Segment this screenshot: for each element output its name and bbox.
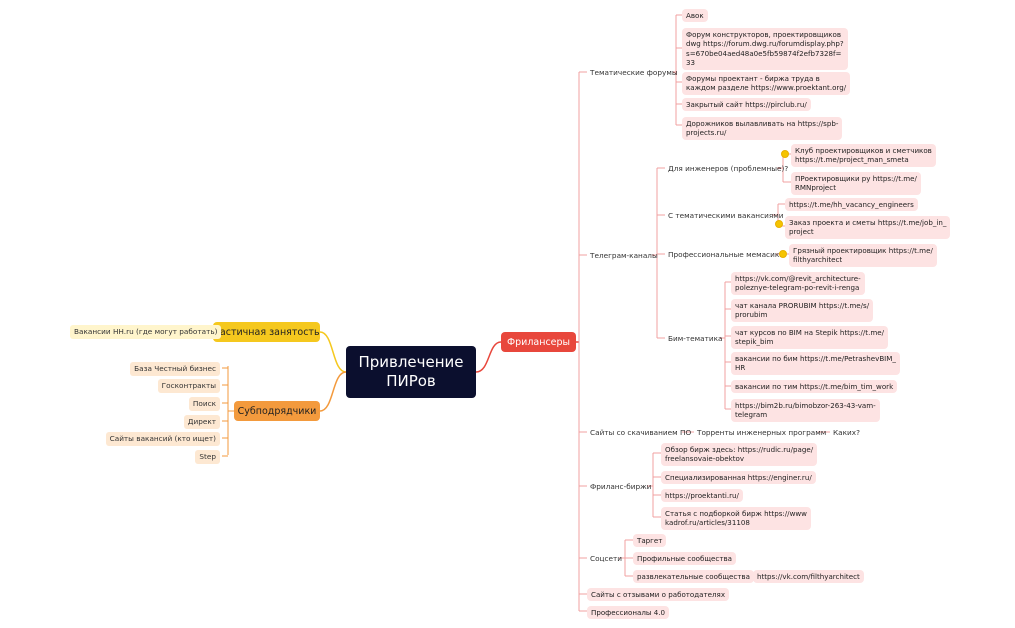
exchange-item[interactable]: https://proektanti.ru/: [661, 489, 743, 503]
subcontract-item[interactable]: Поиск: [188, 397, 220, 411]
tg-channel-item[interactable]: чат канала PRORUBIM https://t.me/s/proru…: [731, 299, 874, 322]
marker-icon: [781, 150, 789, 158]
pro4-node[interactable]: Профессионалы 4.0: [587, 606, 670, 620]
exchange-item[interactable]: Обзор бирж здесь: https://rudic.ru/page/…: [661, 443, 818, 466]
social-item[interactable]: Таргет: [633, 534, 667, 548]
tg-channel-item[interactable]: https://vk.com/@revit_architecture-polez…: [731, 272, 865, 295]
tg-channel-item[interactable]: вакансии по бим https://t.me/PetrashevBI…: [731, 352, 900, 375]
social-item[interactable]: Профильные сообщества: [633, 552, 736, 566]
forums-node[interactable]: Тематические форумы: [590, 68, 678, 77]
which-node[interactable]: Каких?: [833, 428, 860, 437]
tg-memes-node[interactable]: Профессиональные мемасики: [668, 250, 784, 259]
torrents-node[interactable]: Торренты инженерных программ: [697, 428, 827, 437]
connector-line: [475, 341, 502, 373]
tg-channel-item[interactable]: чат курсов по BIM на Stepik https://t.me…: [731, 326, 889, 349]
reviews-node[interactable]: Сайты с отзывами о работодателях: [587, 588, 730, 602]
tg-engineers-node[interactable]: Для инженеров (проблемные)?: [668, 164, 789, 173]
subcontract-item[interactable]: Step: [195, 450, 220, 464]
exchange-item[interactable]: Специализированная https://enginer.ru/: [661, 471, 816, 485]
tg-channel-item[interactable]: https://t.me/hh_vacancy_engineers: [785, 198, 918, 212]
forum-item[interactable]: Авок: [682, 9, 708, 23]
tg-channel-item[interactable]: вакансии по тим https://t.me/bim_tim_wor…: [731, 380, 898, 394]
exchanges-node[interactable]: Фриланс-биржи: [590, 482, 652, 491]
telegram-node[interactable]: Телеграм-каналы: [590, 251, 658, 260]
connector-line: [319, 371, 347, 412]
subcontractors-node[interactable]: Субподрядчики: [234, 401, 320, 421]
root-node[interactable]: Привлечение ПИРов: [346, 346, 476, 398]
tg-channel-item[interactable]: https://bim2b.ru/bimobzor-263-43-vam-tel…: [731, 399, 880, 422]
tg-channel-item[interactable]: Заказ проекта и сметы https://t.me/job_i…: [785, 216, 951, 239]
social-node[interactable]: Соцсети: [590, 554, 623, 563]
tg-channel-item[interactable]: Грязный проектировщик https://t.me/filth…: [789, 244, 937, 267]
tg-channel-item[interactable]: ПРоектировщики ру https://t.me/RMNprojec…: [791, 172, 921, 195]
forum-item[interactable]: Закрытый сайт https://pirclub.ru/: [682, 98, 811, 112]
tg-bim-node[interactable]: Бим-тематика: [668, 334, 723, 343]
social-item[interactable]: развлекательные сообщества: [633, 570, 754, 584]
downloads-node[interactable]: Сайты со скачиванием ПО: [590, 428, 692, 437]
forum-item[interactable]: Дорожников вылавливать на https://spb-pr…: [682, 117, 843, 140]
subcontract-item[interactable]: Сайты вакансий (кто ищет): [105, 432, 220, 446]
tg-vacancies-node[interactable]: С тематическими вакансиями: [668, 211, 784, 220]
subcontract-item[interactable]: Директ: [183, 415, 220, 429]
marker-icon: [775, 220, 783, 228]
subcontract-item[interactable]: Госконтракты: [157, 379, 220, 393]
part-time-node[interactable]: Частичная занятость: [213, 322, 320, 342]
freelancers-node[interactable]: Фрилансеры: [501, 332, 576, 352]
marker-icon: [779, 250, 787, 258]
connector-line: [319, 331, 347, 373]
hh-vacancies-node[interactable]: Вакансии HH.ru (где могут работать): [70, 325, 222, 339]
subcontract-item[interactable]: База Честный бизнес: [130, 362, 220, 376]
social-link-item[interactable]: https://vk.com/filthyarchitect: [753, 570, 864, 584]
